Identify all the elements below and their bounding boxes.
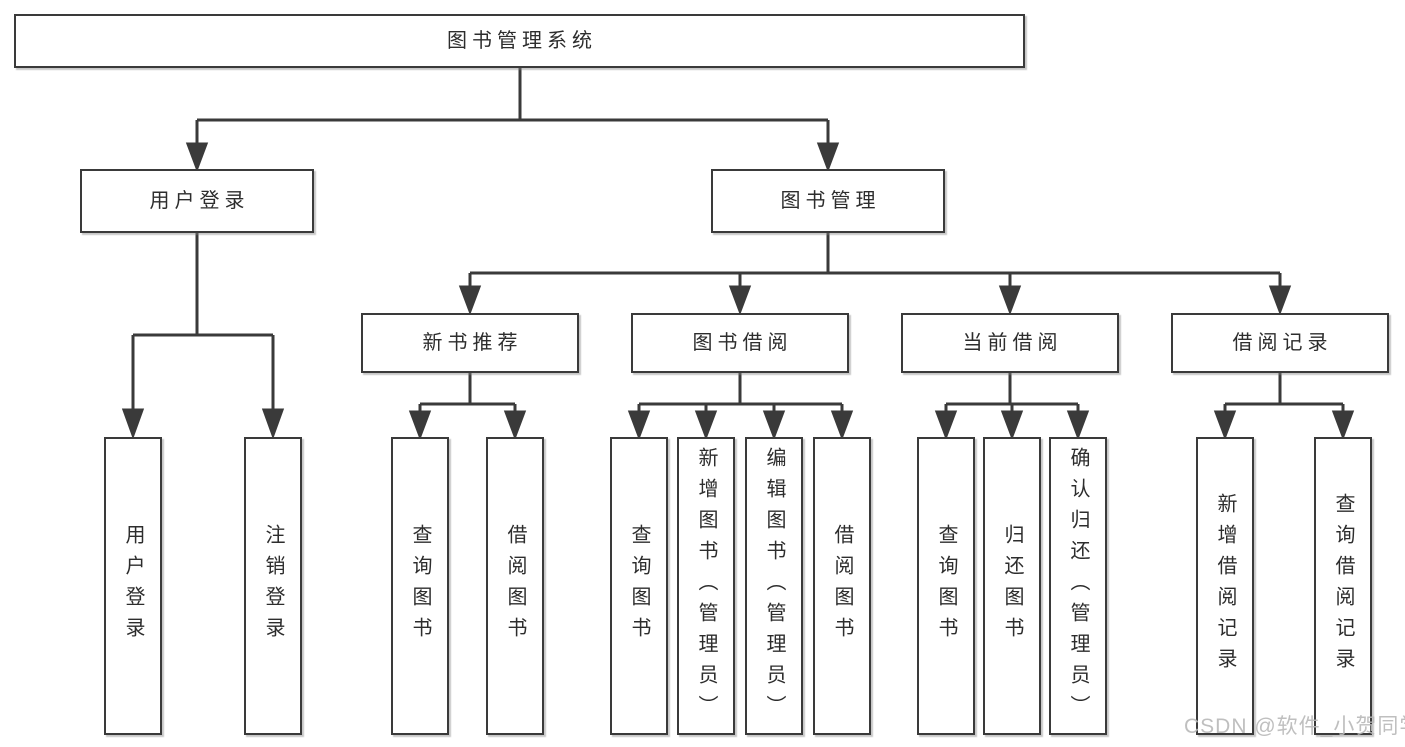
leaf-query-books-current: 查询图书 bbox=[917, 437, 975, 735]
leaf-return-book: 归还图书 bbox=[983, 437, 1041, 735]
node-user-login: 用户登录 bbox=[80, 169, 314, 233]
leaf-query-books-borrow: 查询图书 bbox=[610, 437, 668, 735]
node-label: 用户登录 bbox=[122, 524, 144, 648]
connector-user-login-children bbox=[121, 233, 285, 440]
node-label: 图书管理 bbox=[780, 190, 881, 212]
leaf-logout: 注销登录 bbox=[244, 437, 302, 735]
leaf-confirm-return-admin: 确认归还（管理员） bbox=[1049, 437, 1107, 735]
node-current-borrow: 当前借阅 bbox=[901, 313, 1119, 373]
leaf-add-book-admin: 新增图书（管理员） bbox=[677, 437, 735, 735]
leaf-edit-book-admin: 编辑图书（管理员） bbox=[745, 437, 803, 735]
leaf-borrow-books: 借阅图书 bbox=[813, 437, 871, 735]
node-label: 注销登录 bbox=[262, 524, 284, 648]
node-label: 新书推荐 bbox=[422, 332, 523, 354]
node-label: 借阅记录 bbox=[1232, 332, 1333, 354]
connector-borrow-records-children bbox=[1213, 373, 1355, 441]
node-label: 新增图书（管理员） bbox=[695, 446, 717, 726]
connector-current-borrow-children bbox=[934, 373, 1090, 441]
node-book-borrow: 图书借阅 bbox=[631, 313, 849, 373]
leaf-add-borrow-record: 新增借阅记录 bbox=[1196, 437, 1254, 735]
connector-new-book-children bbox=[408, 373, 527, 441]
node-new-book-recommend: 新书推荐 bbox=[361, 313, 579, 373]
leaf-user-login: 用户登录 bbox=[104, 437, 162, 735]
node-label: 归还图书 bbox=[1001, 524, 1023, 648]
node-label: 用户登录 bbox=[149, 190, 250, 212]
connector-book-management-children bbox=[458, 233, 1292, 316]
node-label: 编辑图书（管理员） bbox=[763, 446, 785, 726]
node-book-management: 图书管理 bbox=[711, 169, 945, 233]
node-borrow-records: 借阅记录 bbox=[1171, 313, 1389, 373]
node-label: 图书借阅 bbox=[692, 332, 793, 354]
leaf-borrow-books-recommend: 借阅图书 bbox=[486, 437, 544, 735]
node-label: 查询图书 bbox=[628, 524, 650, 648]
node-label: 查询图书 bbox=[409, 524, 431, 648]
node-label: 当前借阅 bbox=[962, 332, 1063, 354]
connector-root-to-level2 bbox=[185, 67, 840, 173]
node-label: 图书管理系统 bbox=[447, 30, 597, 52]
connector-book-borrow-children bbox=[627, 373, 854, 441]
node-label: 确认归还（管理员） bbox=[1067, 446, 1089, 726]
node-label: 查询借阅记录 bbox=[1332, 493, 1354, 679]
node-label: 借阅图书 bbox=[831, 524, 853, 648]
node-label: 查询图书 bbox=[935, 524, 957, 648]
node-label: 借阅图书 bbox=[504, 524, 526, 648]
csdn-watermark: CSDN @软件_小贺同学 bbox=[1184, 715, 1405, 738]
leaf-query-borrow-record: 查询借阅记录 bbox=[1314, 437, 1372, 735]
leaf-query-books-recommend: 查询图书 bbox=[391, 437, 449, 735]
node-label: 新增借阅记录 bbox=[1214, 493, 1236, 679]
node-library-management-system: 图书管理系统 bbox=[14, 14, 1025, 68]
